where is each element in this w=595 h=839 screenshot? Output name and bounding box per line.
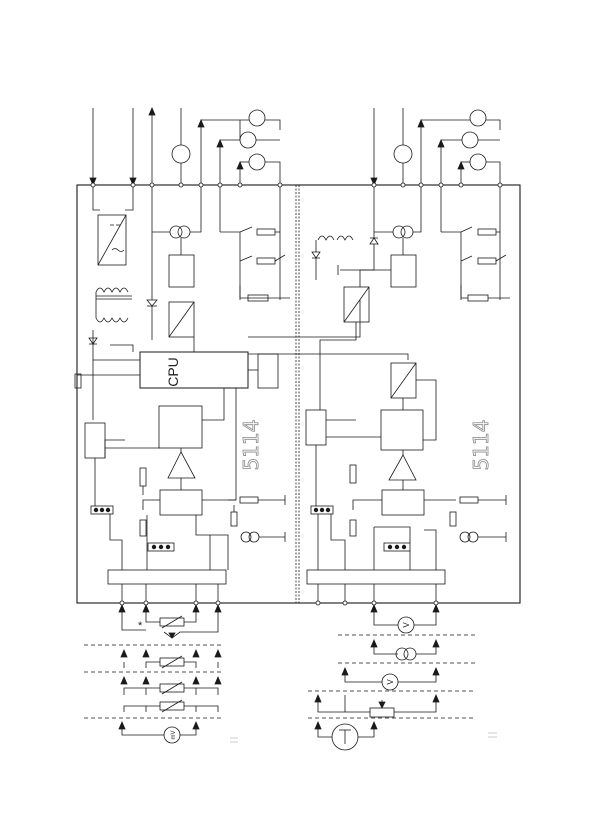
product-label-right: 5114 — [469, 420, 493, 471]
amplifier-right — [389, 455, 416, 480]
top-inputs-left — [90, 108, 280, 185]
amplifier-left — [168, 452, 195, 478]
driver-block-right — [391, 255, 416, 287]
terminal-strip-right — [307, 570, 445, 584]
terminal-strip-left — [108, 570, 226, 584]
adc-block-right — [381, 410, 423, 450]
signal-chain-left — [75, 374, 285, 603]
mv-label: mV — [171, 731, 177, 740]
current-source-left — [152, 187, 201, 337]
housing — [77, 185, 520, 603]
product-label-left: 5114 — [239, 420, 263, 471]
power-supply-left — [89, 187, 157, 350]
relay-outputs-left — [220, 187, 290, 301]
cpu-block — [93, 300, 408, 420]
driver-block-left — [169, 255, 194, 287]
bottom-inputs-right — [308, 605, 476, 750]
v-label-1: V — [402, 622, 411, 628]
input-block-right — [306, 410, 326, 445]
adc-block-left — [159, 406, 202, 448]
cpu-label: CPU — [165, 357, 181, 387]
meter-circle-left — [172, 145, 190, 163]
right-channel — [306, 187, 510, 603]
input-block-left — [85, 423, 105, 458]
asterisk-label: * — [138, 620, 143, 632]
v-label-2: V — [386, 679, 395, 685]
mux-block-left — [160, 490, 202, 515]
bottom-arrows — [119, 605, 439, 729]
margin-marks — [230, 733, 497, 742]
top-inputs-right — [371, 108, 500, 185]
bottom-inputs-left — [84, 605, 222, 743]
meter-circle-right — [394, 145, 412, 163]
mux-block-right — [382, 490, 424, 515]
